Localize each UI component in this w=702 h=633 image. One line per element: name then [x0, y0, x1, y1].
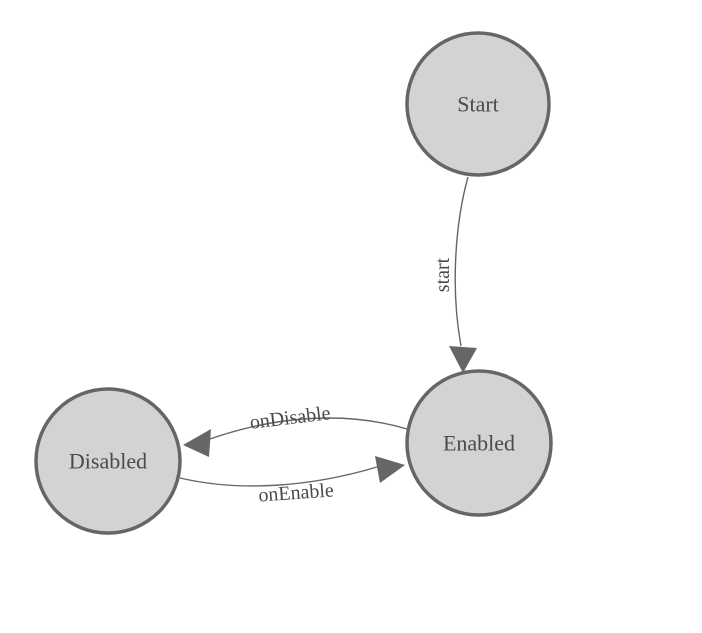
edge-start-to-enabled: start [432, 176, 477, 373]
edge-enabled-to-disabled-label: onDisable [249, 402, 332, 434]
node-start-circle [405, 31, 551, 177]
edge-enabled-to-disabled: onDisable [183, 402, 408, 457]
node-disabled: Disabled [34, 387, 182, 535]
node-start-label: Start [457, 92, 499, 117]
node-enabled-label: Enabled [443, 431, 515, 456]
edge-disabled-to-enabled-line [179, 466, 378, 487]
edge-start-to-enabled-line [454, 176, 469, 347]
edge-enabled-to-disabled-line [206, 417, 408, 441]
edge-disabled-to-enabled-arrowhead-icon [375, 456, 405, 483]
edge-start-to-enabled-label: start [432, 257, 454, 292]
node-enabled: Enabled [405, 369, 553, 517]
node-enabled-circle [405, 369, 553, 517]
node-disabled-label: Disabled [69, 449, 147, 474]
node-disabled-circle [34, 387, 182, 535]
edge-enabled-to-disabled-arrowhead-icon [183, 429, 211, 457]
edge-start-to-enabled-arrowhead-icon [449, 346, 477, 373]
edge-disabled-to-enabled: onEnable [179, 456, 405, 507]
edge-disabled-to-enabled-label: onEnable [258, 479, 335, 506]
node-start: Start [405, 31, 551, 177]
